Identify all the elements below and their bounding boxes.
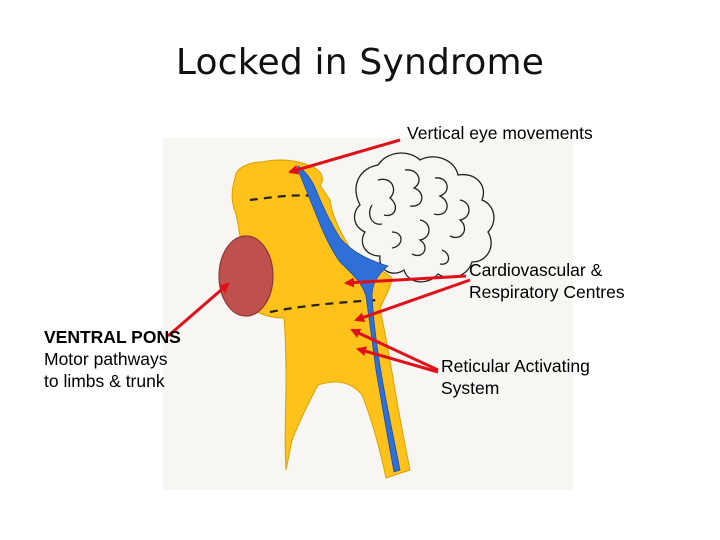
label-vertical-eye-movements: Vertical eye movements [407,122,593,144]
cerebellum [353,152,495,283]
slide-title: Locked in Syndrome [175,42,545,83]
label-reticular-line-2: System [441,378,500,398]
label-ventral-line-2: Motor pathways [44,349,168,369]
label-reticular-activating-system: Reticular Activating System [441,355,590,399]
arrow-reticular-upper [350,328,439,372]
ventricle-channel [297,165,401,473]
label-cardio-line-1: Cardiovascular & [469,260,603,280]
label-ventral-line-3: to limbs & trunk [44,371,165,391]
label-cardio-line-2: Respiratory Centres [469,282,625,302]
arrow-ventral-pons [167,282,230,338]
arrow-cardiovascular [344,274,467,288]
arrow-reticular-lower [356,346,439,374]
midbrain-boundary [249,194,315,202]
ventral-pons-lesion [218,235,274,317]
label-ventral-line-1: VENTRAL PONS [44,327,181,347]
arrow-respiratory [354,278,471,323]
label-ventral-pons: VENTRAL PONS Motor pathways to limbs & t… [44,326,181,392]
brainstem-shape [231,159,411,479]
label-reticular-line-1: Reticular Activating [441,356,590,376]
label-vertical-eye-text: Vertical eye movements [407,123,593,143]
label-cardiovascular-respiratory: Cardiovascular & Respiratory Centres [469,259,625,303]
arrow-vertical-eye [288,138,401,175]
